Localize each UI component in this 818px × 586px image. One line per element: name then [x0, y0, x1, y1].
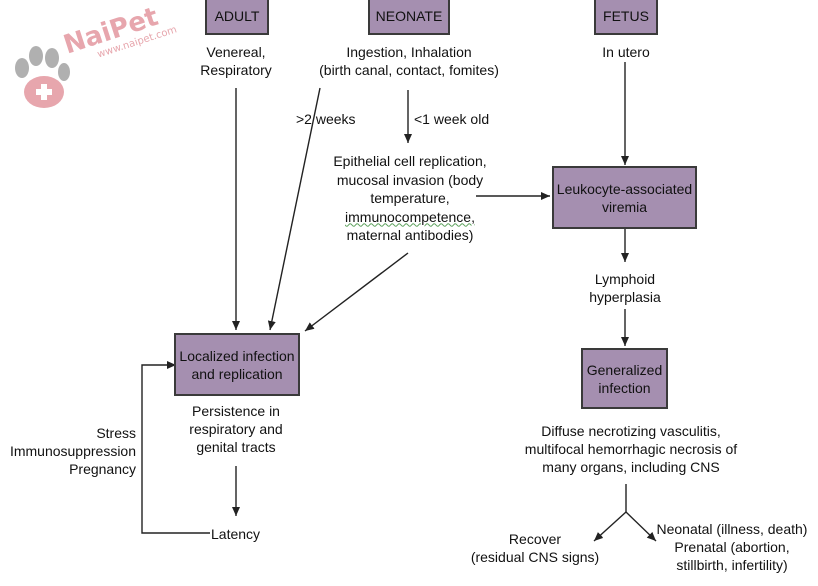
arrow-neonate-to-localized — [267, 87, 321, 331]
arrow-to-recover — [593, 511, 627, 542]
arrow-latency-loop — [141, 361, 210, 534]
label-adult-route: Venereal, Respiratory — [200, 44, 272, 78]
arrow-to-outcomes — [625, 511, 657, 542]
label-epithelial: Epithelial cell replication, mucosal inv… — [333, 153, 487, 243]
node-neonate: NEONATE — [368, 0, 450, 35]
node-leukocyte-viremia: Leukocyte-associated viremia — [552, 166, 697, 229]
label-under-1-week: <1 week old — [414, 111, 490, 127]
label-diffuse-necrosis: Diffuse necrotizing vasculitis, multifoc… — [524, 423, 738, 475]
label-recover: Recover (residual CNS signs) — [470, 531, 600, 565]
label-over-2-weeks: >2 weeks — [296, 111, 356, 127]
node-generalized-infection: Generalized infection — [581, 348, 668, 409]
label-triggers: Stress Immunosuppression Pregnancy — [9, 425, 136, 477]
node-adult: ADULT — [205, 0, 269, 35]
node-localized-infection: Localized infection and replication — [174, 333, 300, 396]
paw-icon — [15, 46, 70, 108]
label-outcomes: Neonatal (illness, death) Prenatal (abor… — [656, 521, 808, 573]
label-fetus-route: In utero — [602, 44, 650, 60]
node-fetus: FETUS — [594, 0, 658, 35]
label-latency: Latency — [211, 526, 261, 542]
watermark-logo — [6, 44, 78, 116]
label-persistence: Persistence in respiratory and genital t… — [189, 403, 283, 455]
label-lymphoid: Lymphoid hyperplasia — [589, 271, 661, 305]
arrow-epithelial-to-localized — [304, 252, 409, 332]
label-neonate-route: Ingestion, Inhalation (birth canal, cont… — [319, 44, 499, 78]
